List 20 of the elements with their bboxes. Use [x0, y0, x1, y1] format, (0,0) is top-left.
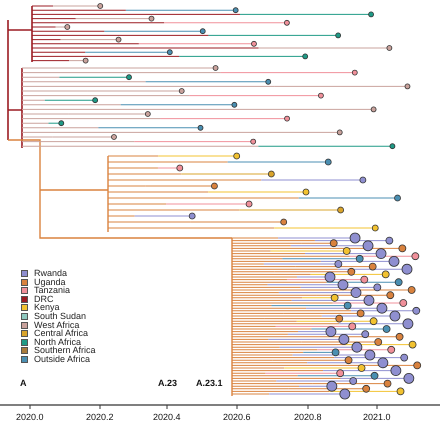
legend-label: DRC [34, 294, 54, 304]
tick-label: 2020.8 [294, 412, 322, 421]
legend-label: South Sudan [34, 312, 86, 321]
tick-label: 2020.0 [16, 412, 44, 421]
legend-label: Central Africa [34, 329, 88, 338]
legend-label: Kenya [34, 303, 60, 312]
tick-label: 2020.4 [153, 412, 181, 421]
legend-label: West Africa [34, 320, 80, 330]
tick-label: 2020.6 [223, 412, 251, 421]
legend-label: North Africa [34, 338, 82, 347]
clade-label: A [20, 378, 26, 388]
legend-label: Uganda [34, 278, 66, 287]
legend-label: Tanzania [34, 286, 70, 296]
clade-label: A.23.1 [196, 378, 223, 388]
legend-label: Rwanda [34, 269, 68, 278]
legend-label: Outside Africa [34, 355, 90, 364]
legend-label: Southern Africa [34, 346, 96, 356]
tick-label: 2021.0 [363, 412, 391, 421]
clade-label: A.23 [158, 378, 178, 388]
tick-label: 2020.2 [86, 412, 114, 421]
